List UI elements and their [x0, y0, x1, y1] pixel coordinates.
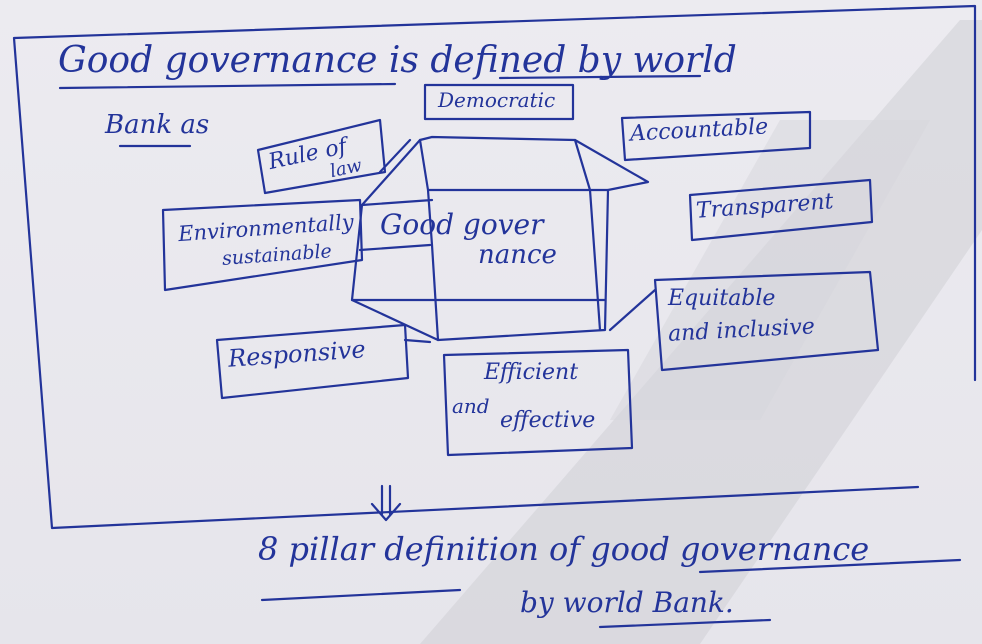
center-octagon	[350, 135, 650, 342]
heading-line-1: Good governance is defined by world	[58, 40, 737, 81]
heading-line-2: Bank as	[105, 110, 210, 140]
outer-frame	[12, 4, 977, 530]
pillar-efficient-1: Efficient	[484, 360, 579, 385]
center-label-1: Good gover	[380, 208, 544, 241]
pillar-equitable-1: Equitable	[668, 286, 776, 311]
pillar-efficient-3: effective	[500, 408, 596, 433]
pillar-efficient-2: and	[452, 394, 490, 418]
conclusion-line-2: by world Bank.	[520, 586, 734, 619]
pillar-democratic: Democratic	[438, 88, 556, 112]
center-label-2: nance	[478, 240, 557, 270]
conclusion-line-1: 8 pillar definition of good governance	[258, 530, 870, 568]
